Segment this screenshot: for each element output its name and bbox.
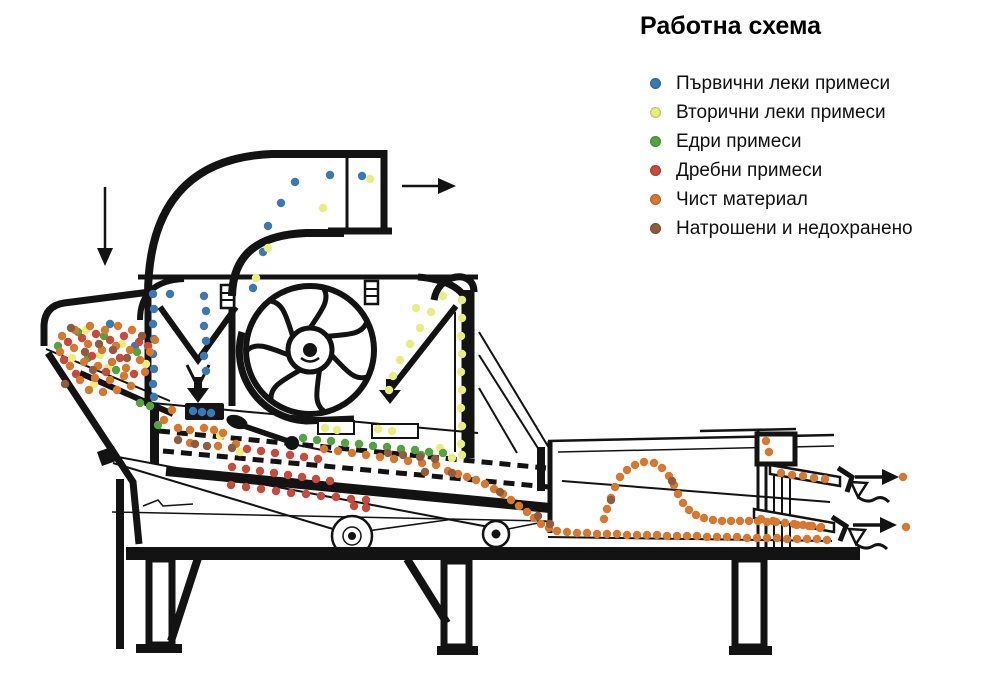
secondary-light-impurities-dots (67, 174, 467, 463)
leg-middle (440, 557, 473, 651)
aspiration-channel-2 (379, 273, 478, 458)
louver-grid-right (363, 279, 380, 306)
legend-item-fine-impurities: Дребни примеси (650, 156, 982, 185)
clean-material-dot-icon (650, 194, 661, 205)
legend-label: Натрошени и недохранено (676, 217, 913, 239)
fan (235, 283, 377, 425)
leg-left (145, 555, 176, 649)
legend-label: Вторични леки примеси (676, 101, 886, 123)
legend-item-clean-material: Чист материал (650, 185, 982, 214)
air-out-arrow-icon (402, 178, 456, 194)
flap-valve-icon-1[interactable] (848, 480, 891, 504)
legend-label: Едри примеси (676, 130, 802, 152)
down-arrow-icon-2 (379, 379, 401, 404)
flap-valve-icon-2[interactable] (846, 527, 889, 551)
output-arrow-icon-2 (853, 517, 897, 533)
output-arrow-icon-1 (855, 469, 899, 485)
broken-underfed-dot-icon (650, 223, 661, 234)
aspiration-channel-1 (144, 283, 239, 406)
primary-light-impurities-dot-icon (650, 78, 661, 89)
fan-blades (245, 287, 369, 414)
page-title: Работна схема (640, 12, 822, 40)
material-flow-dots (53, 170, 911, 545)
legend-label: Дребни примеси (676, 159, 823, 181)
primary-light-impurities-dots (105, 170, 367, 418)
coarse-impurities-dot-icon (650, 136, 661, 147)
broken-underfed-dots (60, 323, 677, 529)
feed-arrow-icon (97, 187, 113, 266)
legend-item-broken-underfed: Натрошени и недохранено (650, 214, 982, 243)
clean-material-dots (55, 321, 911, 545)
legend-item-secondary-light-impurities: Вторични леки примеси (650, 98, 982, 127)
down-arrow-icon (187, 377, 209, 403)
fine-impurities-dot-icon (650, 165, 661, 176)
machine-frame (116, 479, 860, 655)
legend-label: Чист материал (676, 188, 808, 210)
secondary-light-impurities-dot-icon (650, 107, 661, 118)
legend-item-coarse-impurities: Едри примеси (650, 127, 982, 156)
leg-right (731, 555, 768, 651)
legend-item-primary-light-impurities: Първични леки примеси (650, 69, 982, 98)
elbow-duct (144, 150, 392, 297)
fine-impurities-dots (59, 329, 371, 513)
legend-label: Първични леки примеси (676, 72, 891, 94)
